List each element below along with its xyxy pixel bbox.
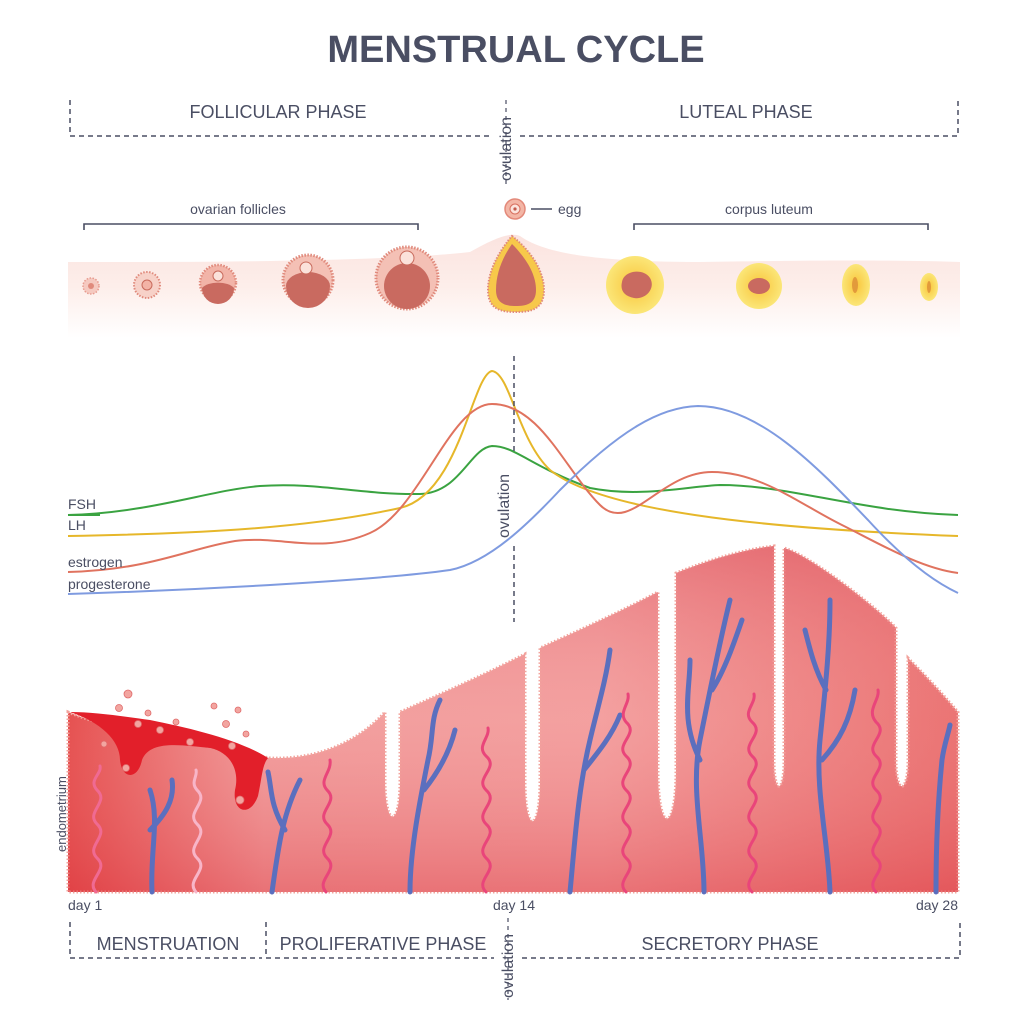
menstrual-blood bbox=[70, 712, 268, 810]
lh-label: LH bbox=[68, 517, 86, 533]
corpus-luteum-1-icon bbox=[606, 256, 664, 314]
secretory-phase-label: SECRETORY PHASE bbox=[641, 934, 818, 954]
corpus-luteum-bracket bbox=[633, 223, 929, 230]
top-phase-brackets bbox=[69, 100, 959, 137]
progesterone-label: progesterone bbox=[68, 576, 151, 592]
hormone-chart bbox=[67, 369, 959, 595]
day-1-label: day 1 bbox=[68, 897, 102, 913]
estrogen-curve bbox=[67, 402, 959, 574]
follicle-stage-4-icon bbox=[281, 253, 335, 308]
corpus-luteum-4-icon bbox=[920, 273, 938, 301]
egg-icon bbox=[504, 198, 526, 220]
estrogen-label: estrogen bbox=[68, 554, 122, 570]
bottom-phase-brackets bbox=[69, 922, 961, 959]
luteal-phase-label: LUTEAL PHASE bbox=[679, 102, 812, 122]
ovarian-follicles-bracket bbox=[83, 223, 419, 230]
page-title: MENSTRUAL CYCLE bbox=[327, 29, 704, 71]
follicle-stage-5-icon bbox=[374, 245, 440, 311]
spiral-arteries bbox=[91, 688, 882, 894]
follicle-stage-3-icon bbox=[198, 263, 238, 304]
blood-veins bbox=[147, 597, 953, 895]
fsh-label: FSH bbox=[68, 496, 96, 512]
ovarian-follicles-label: ovarian follicles bbox=[190, 201, 286, 217]
follicular-phase-label: FOLLICULAR PHASE bbox=[189, 102, 366, 122]
lh-curve bbox=[67, 369, 959, 537]
shed-cells bbox=[100, 689, 250, 805]
fsh-curve bbox=[67, 444, 959, 516]
proliferative-phase-label: PROLIFERATIVE PHASE bbox=[280, 934, 487, 954]
ovulation-label-bottom: ovulation bbox=[500, 934, 517, 998]
menstruation-phase-label: MENSTRUATION bbox=[97, 934, 240, 954]
corpus-luteum-3-icon bbox=[842, 264, 870, 306]
day-28-label: day 28 bbox=[916, 897, 958, 913]
endometrium-tissue bbox=[66, 544, 960, 895]
egg-label: egg bbox=[558, 201, 581, 217]
follicle-stage-2-icon bbox=[133, 271, 161, 299]
corpus-luteum-label: corpus luteum bbox=[725, 201, 813, 217]
corpus-luteum-2-icon bbox=[736, 263, 782, 309]
endometrium-label: endometrium bbox=[54, 776, 69, 852]
ovulating-follicle-icon bbox=[486, 234, 546, 314]
day-14-label: day 14 bbox=[493, 897, 535, 913]
progesterone-curve bbox=[67, 404, 959, 595]
ovulation-label-middle: ovulation bbox=[496, 474, 513, 538]
follicle-stage-1-icon bbox=[82, 277, 100, 295]
